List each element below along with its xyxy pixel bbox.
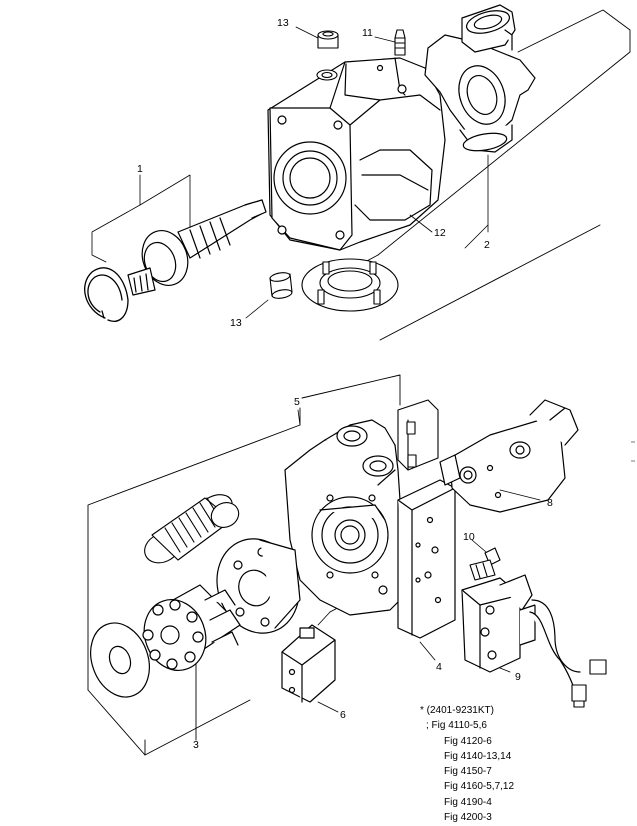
solenoid-valve: [461, 574, 581, 701]
reference-fig: Fig 4200-3: [444, 812, 492, 824]
callout-8: 8: [547, 497, 553, 509]
callout-13-top: 13: [277, 17, 289, 29]
bracket-part-2: [464, 154, 489, 249]
scan-mark: [631, 460, 635, 462]
side-cover-plate: [397, 479, 456, 639]
stud-plate: [397, 399, 439, 471]
callout-13-bottom: 13: [230, 317, 242, 329]
reference-serial: * (2401-9231KT): [420, 705, 494, 716]
lower-assembly: [87, 374, 607, 756]
wire-connectors: [571, 659, 607, 708]
plug-bottom: [269, 272, 293, 299]
callout-12: 12: [434, 227, 446, 239]
valve-block: [284, 419, 401, 616]
leader-lines: [245, 26, 541, 713]
bearing-block: [424, 4, 536, 153]
small-valve: [281, 624, 336, 703]
callout-2: 2: [484, 239, 490, 251]
flange-ring: [301, 258, 399, 312]
reference-fig: Fig 4120-6: [444, 735, 492, 747]
thrust-plate: [90, 622, 150, 698]
pump-housing: [267, 57, 446, 251]
reference-note: * (2401-9231KT) ; Fig 4110-5,6 Fig 4120-…: [420, 703, 630, 825]
drive-shaft: [127, 199, 267, 296]
callout-11: 11: [362, 27, 373, 39]
reference-fig: Fig 4140-13,14: [444, 750, 512, 762]
fitting-11: [394, 29, 406, 56]
callout-5: 5: [294, 396, 300, 408]
scan-mark: [631, 441, 635, 443]
bracket-part-1: [91, 174, 191, 263]
part-callouts: 13 11 1 12 2 13 5 8 10 4 9 6 3: [137, 17, 553, 751]
upper-assembly: [84, 4, 631, 341]
callout-9: 9: [515, 671, 521, 683]
valve-plate: [216, 538, 301, 634]
fitting-10: [469, 547, 501, 581]
callout-6: 6: [340, 709, 346, 721]
gear-pump: [439, 399, 579, 513]
plug-top: [316, 30, 339, 81]
reference-fig: ; Fig 4110-5,6: [426, 720, 487, 732]
reference-fig: Fig 4190-4: [444, 796, 492, 808]
reference-fig: Fig 4160-5,7,12: [444, 781, 515, 793]
callout-10: 10: [463, 531, 475, 543]
snap-ring: [84, 267, 129, 322]
reference-fig: Fig 4150-7: [444, 766, 492, 778]
callout-4: 4: [436, 661, 442, 673]
callout-3: 3: [193, 739, 199, 751]
callout-1: 1: [137, 163, 143, 175]
spring-assembly: [144, 494, 240, 564]
cylinder-barrel: [142, 584, 241, 671]
